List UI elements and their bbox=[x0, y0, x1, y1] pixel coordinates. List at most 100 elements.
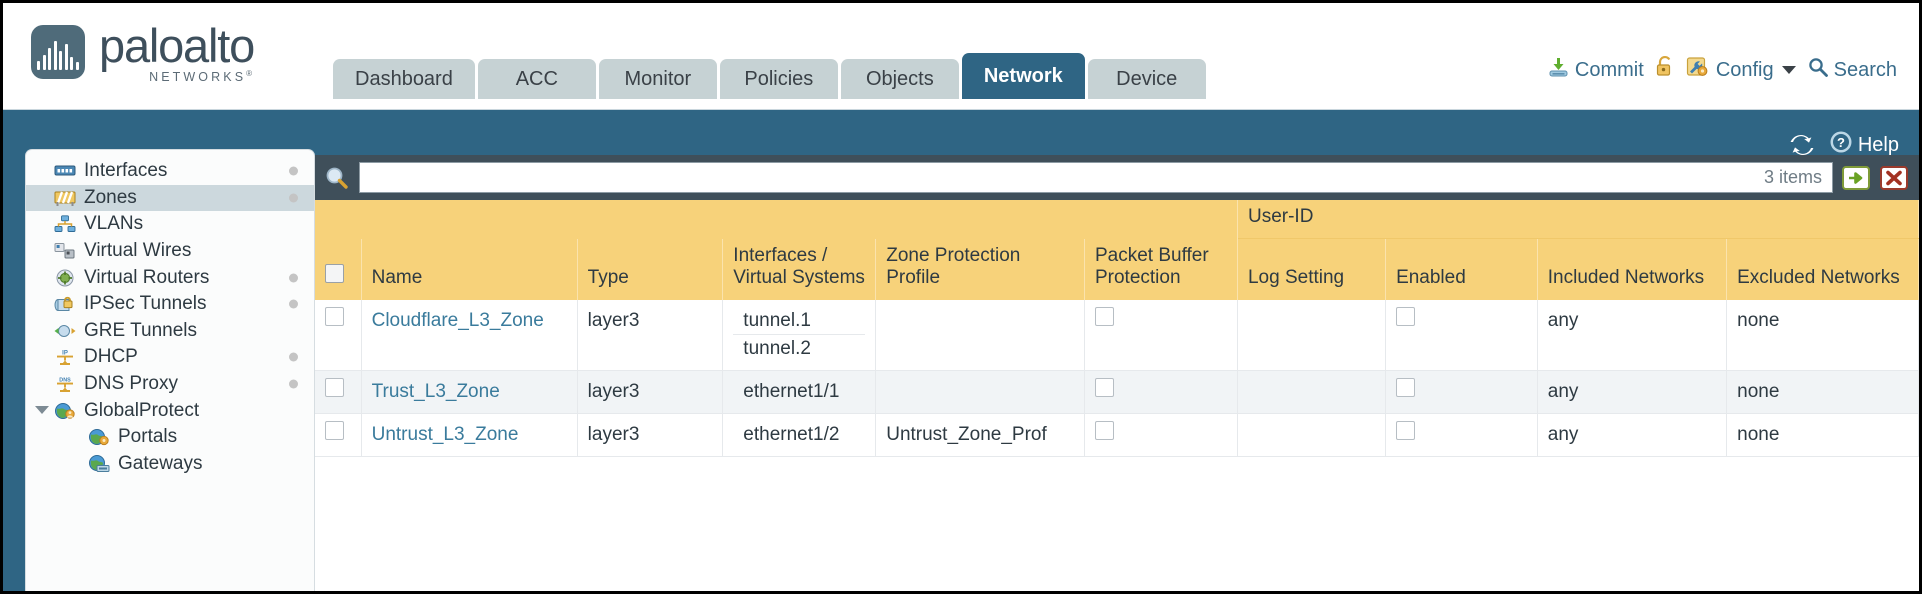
brand-tagline: NETWORKS® bbox=[149, 69, 253, 85]
tab-device[interactable]: Device bbox=[1087, 59, 1206, 99]
zones-table-container: User-ID Name Type Interfaces / Virtual S… bbox=[315, 200, 1919, 591]
tab-monitor[interactable]: Monitor bbox=[598, 59, 717, 99]
cell-name[interactable]: Cloudflare_L3_Zone bbox=[361, 299, 578, 371]
group-header-userid: User-ID bbox=[1237, 200, 1919, 240]
column-header-zone-protection-profile[interactable]: Zone Protection Profile bbox=[875, 238, 1085, 300]
tab-network[interactable]: Network bbox=[961, 53, 1085, 99]
ipsec-tunnels-icon bbox=[54, 295, 76, 313]
clear-filter-button[interactable] bbox=[1879, 163, 1909, 193]
tab-policies[interactable]: Policies bbox=[719, 59, 838, 99]
sidebar-item-vlans[interactable]: VLANs bbox=[26, 211, 314, 238]
column-header-interfaces[interactable]: Interfaces / Virtual Systems bbox=[722, 238, 877, 300]
search-magnifier-icon[interactable] bbox=[323, 164, 351, 192]
select-all-checkbox[interactable] bbox=[325, 264, 344, 284]
sidebar-item-virtual-routers[interactable]: Virtual Routers bbox=[26, 264, 314, 291]
cell-included-networks: any bbox=[1537, 299, 1728, 371]
sidebar-item-label: Portals bbox=[118, 426, 178, 448]
cell-name[interactable]: Trust_L3_Zone bbox=[361, 370, 578, 414]
cell-type: layer3 bbox=[577, 299, 724, 371]
table-row[interactable]: Untrust_L3_Zone layer3 ethernet1/2 Untru… bbox=[315, 413, 1919, 457]
sidebar-item-portals[interactable]: Portals bbox=[26, 424, 314, 451]
search-label: Search bbox=[1833, 58, 1897, 81]
column-header-packet-buffer-protection[interactable]: Packet Buffer Protection bbox=[1084, 238, 1238, 300]
row-checkbox[interactable] bbox=[325, 306, 344, 326]
row-select-cell[interactable] bbox=[315, 370, 362, 414]
status-dot bbox=[289, 166, 298, 176]
tab-dashboard[interactable]: Dashboard bbox=[333, 59, 475, 99]
column-header-name[interactable]: Name bbox=[361, 238, 578, 300]
column-header-type[interactable]: Type bbox=[577, 238, 724, 300]
row-checkbox[interactable] bbox=[325, 420, 344, 440]
table-group-header-row: User-ID bbox=[315, 200, 1919, 240]
sidebar-item-globalprotect[interactable]: GlobalProtect bbox=[26, 397, 314, 424]
status-dot bbox=[289, 273, 298, 283]
sidebar-item-label: GRE Tunnels bbox=[84, 319, 197, 341]
status-dot bbox=[289, 299, 298, 309]
status-dot bbox=[289, 352, 298, 362]
help-button[interactable]: ? Help bbox=[1829, 130, 1899, 160]
row-checkbox[interactable] bbox=[325, 377, 344, 397]
sidebar-item-label: DHCP bbox=[84, 346, 138, 368]
cell-packet-buffer-protection[interactable] bbox=[1084, 299, 1238, 371]
sidebar-item-ipsec-tunnels[interactable]: IPSec Tunnels bbox=[26, 291, 314, 318]
column-header-excluded-networks[interactable]: Excluded Networks bbox=[1726, 238, 1919, 300]
network-sidebar: Interfaces Zones bbox=[25, 149, 315, 591]
cell-userid-enabled[interactable] bbox=[1385, 299, 1538, 371]
tab-objects[interactable]: Objects bbox=[840, 59, 959, 99]
packet-buffer-protection-checkbox[interactable] bbox=[1094, 377, 1114, 397]
cell-userid-enabled[interactable] bbox=[1385, 370, 1538, 414]
sidebar-item-dhcp[interactable]: IP DHCP bbox=[26, 344, 314, 371]
column-header-enabled[interactable]: Enabled bbox=[1385, 238, 1538, 300]
cell-type: layer3 bbox=[577, 370, 724, 414]
zone-name-link[interactable]: Cloudflare_L3_Zone bbox=[371, 309, 544, 331]
column-header-log-setting[interactable]: Log Setting bbox=[1237, 238, 1387, 300]
userid-enabled-checkbox[interactable] bbox=[1396, 377, 1416, 397]
lock-button[interactable] bbox=[1655, 55, 1675, 85]
sidebar-item-dns-proxy[interactable]: DNS DNS Proxy bbox=[26, 371, 314, 398]
interface-entry: ethernet1/1 bbox=[743, 380, 840, 402]
cell-packet-buffer-protection[interactable] bbox=[1084, 413, 1238, 457]
gre-tunnels-icon bbox=[54, 322, 76, 340]
chevron-down-icon[interactable] bbox=[35, 406, 49, 415]
virtual-routers-icon bbox=[54, 269, 76, 287]
header-actions: Commit bbox=[1546, 55, 1897, 85]
cell-name[interactable]: Untrust_L3_Zone bbox=[361, 413, 578, 457]
item-count-label: 3 items bbox=[1763, 167, 1822, 187]
sidebar-item-virtual-wires[interactable]: Virtual Wires bbox=[26, 238, 314, 265]
row-select-cell[interactable] bbox=[315, 413, 362, 457]
sidebar-item-gateways[interactable]: Gateways bbox=[26, 451, 314, 478]
config-menu[interactable]: Config bbox=[1686, 55, 1796, 85]
packet-buffer-protection-checkbox[interactable] bbox=[1094, 306, 1114, 326]
chevron-down-icon bbox=[1781, 66, 1796, 74]
cell-userid-enabled[interactable] bbox=[1385, 413, 1538, 457]
cell-log-setting bbox=[1237, 413, 1387, 457]
cell-included-networks: any bbox=[1537, 370, 1728, 414]
select-all-header[interactable] bbox=[315, 238, 362, 300]
sub-header-actions: ? Help bbox=[1789, 130, 1899, 160]
userid-enabled-checkbox[interactable] bbox=[1396, 306, 1416, 326]
packet-buffer-protection-checkbox[interactable] bbox=[1094, 420, 1114, 440]
sidebar-item-gre-tunnels[interactable]: GRE Tunnels bbox=[26, 318, 314, 345]
refresh-icon[interactable] bbox=[1789, 133, 1815, 157]
row-select-cell[interactable] bbox=[315, 299, 362, 371]
table-row[interactable]: Trust_L3_Zone layer3 ethernet1/1 bbox=[315, 370, 1919, 414]
sidebar-item-interfaces[interactable]: Interfaces bbox=[26, 158, 314, 185]
zone-name-link[interactable]: Trust_L3_Zone bbox=[371, 380, 500, 402]
search-input[interactable]: 3 items bbox=[359, 162, 1833, 193]
column-header-included-networks[interactable]: Included Networks bbox=[1537, 238, 1728, 300]
brand-name: paloalto bbox=[99, 19, 255, 72]
apply-filter-button[interactable] bbox=[1841, 163, 1871, 193]
sidebar-item-label: Gateways bbox=[118, 452, 203, 474]
search-button[interactable]: Search bbox=[1807, 56, 1897, 84]
cell-excluded-networks: none bbox=[1726, 299, 1919, 371]
commit-button[interactable]: Commit bbox=[1546, 55, 1644, 85]
userid-enabled-checkbox[interactable] bbox=[1396, 420, 1416, 440]
brand-logo: paloalto NETWORKS® bbox=[31, 19, 255, 84]
zone-name-link[interactable]: Untrust_L3_Zone bbox=[371, 423, 519, 445]
cell-packet-buffer-protection[interactable] bbox=[1084, 370, 1238, 414]
sidebar-item-label: DNS Proxy bbox=[84, 373, 178, 395]
sidebar-item-zones[interactable]: Zones bbox=[26, 184, 314, 212]
table-row[interactable]: Cloudflare_L3_Zone layer3 tunnel.1 tunne… bbox=[315, 299, 1919, 371]
tab-acc[interactable]: ACC bbox=[477, 59, 596, 99]
cell-log-setting bbox=[1237, 299, 1387, 371]
